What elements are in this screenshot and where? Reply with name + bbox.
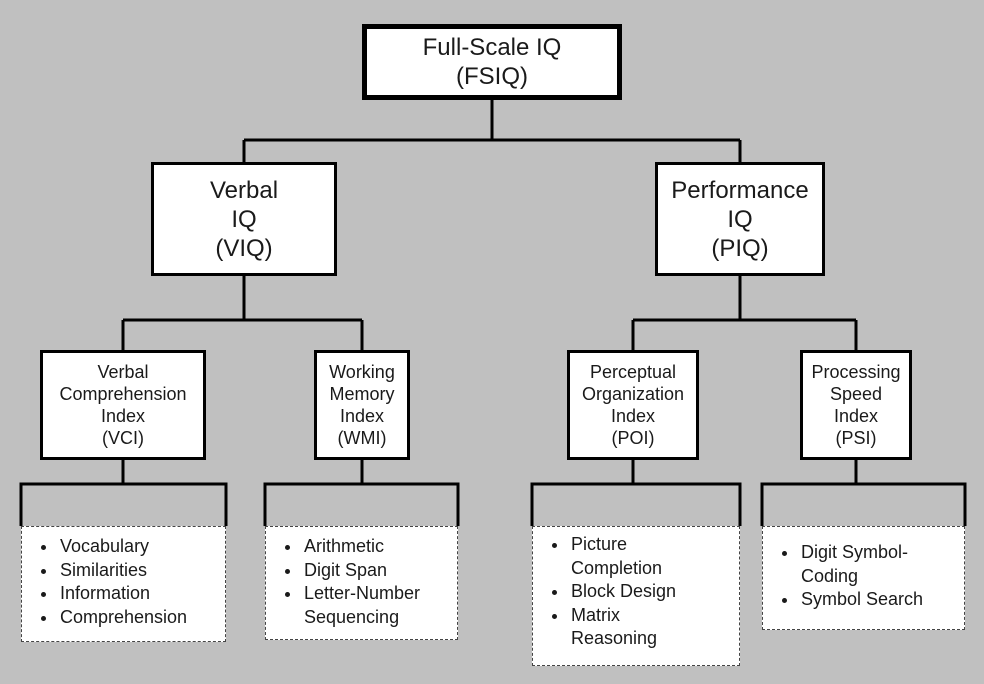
fsiq-line-1: Full-Scale IQ xyxy=(422,34,562,61)
psi-line-1: Processing xyxy=(811,362,901,382)
psi-line-3: Index xyxy=(833,406,879,426)
vci-line-2: Comprehension xyxy=(59,384,187,404)
psi-subtest-item: Symbol Search xyxy=(799,588,964,612)
wmi-subtest-item: Letter-Number xyxy=(302,582,457,606)
wmi-box: Working Memory Index (WMI) xyxy=(314,350,410,460)
piq-line-1: Performance xyxy=(671,176,809,204)
psi-subtest-item: Digit Symbol- xyxy=(799,541,964,565)
piq-line-3: (PIQ) xyxy=(711,234,769,262)
piq-line-2: IQ xyxy=(727,205,753,233)
psi-subtests: Digit Symbol- Coding Symbol Search xyxy=(762,526,965,630)
poi-subtest-item: Block Design xyxy=(569,580,739,604)
vci-subtest-item: Vocabulary xyxy=(58,535,225,559)
poi-subtest-item: Matrix xyxy=(569,604,739,628)
viq-line-2: IQ xyxy=(231,205,257,233)
wmi-subtest-item: Sequencing xyxy=(304,606,400,627)
psi-subtest-item: Coding xyxy=(801,565,859,586)
vci-subtest-item: Similarities xyxy=(58,559,225,583)
fsiq-line-2: (FSIQ) xyxy=(456,63,528,90)
viq-line-3: (VIQ) xyxy=(215,234,273,262)
wmi-subtest-item: Arithmetic xyxy=(302,535,457,559)
fsiq-box: Full-Scale IQ (FSIQ) xyxy=(362,24,622,100)
poi-box: Perceptual Organization Index (POI) xyxy=(567,350,699,460)
wmi-line-2: Memory xyxy=(329,384,395,404)
poi-subtest-item: Picture xyxy=(569,533,739,557)
poi-line-1: Perceptual xyxy=(589,362,677,382)
poi-subtest-item: Reasoning xyxy=(571,628,658,648)
viq-box: Verbal IQ (VIQ) xyxy=(151,162,337,276)
wmi-subtest-item: Digit Span xyxy=(302,559,457,583)
vci-subtests: Vocabulary Similarities Information Comp… xyxy=(21,526,226,642)
poi-subtests: Picture Completion Block Design Matrix R… xyxy=(532,526,740,666)
vci-box: Verbal Comprehension Index (VCI) xyxy=(40,350,206,460)
poi-line-2: Organization xyxy=(581,384,685,404)
vci-line-3: Index xyxy=(100,406,146,426)
psi-line-4: (PSI) xyxy=(835,428,877,448)
wmi-line-3: Index xyxy=(339,406,385,426)
wmi-line-1: Working xyxy=(329,362,395,382)
vci-subtest-item: Information xyxy=(58,582,225,606)
wmi-subtests: Arithmetic Digit Span Letter-Number Sequ… xyxy=(265,526,458,640)
poi-subtest-item: Completion xyxy=(571,557,663,578)
vci-subtest-item: Comprehension xyxy=(58,606,225,630)
piq-box: Performance IQ (PIQ) xyxy=(655,162,825,276)
vci-line-1: Verbal xyxy=(97,362,149,382)
vci-line-4: (VCI) xyxy=(102,428,144,448)
poi-line-3: Index xyxy=(610,406,656,426)
wmi-line-4: (WMI) xyxy=(337,428,387,448)
psi-box: Processing Speed Index (PSI) xyxy=(800,350,912,460)
viq-line-1: Verbal xyxy=(209,176,279,204)
psi-line-2: Speed xyxy=(829,384,883,404)
poi-line-4: (POI) xyxy=(611,428,655,448)
